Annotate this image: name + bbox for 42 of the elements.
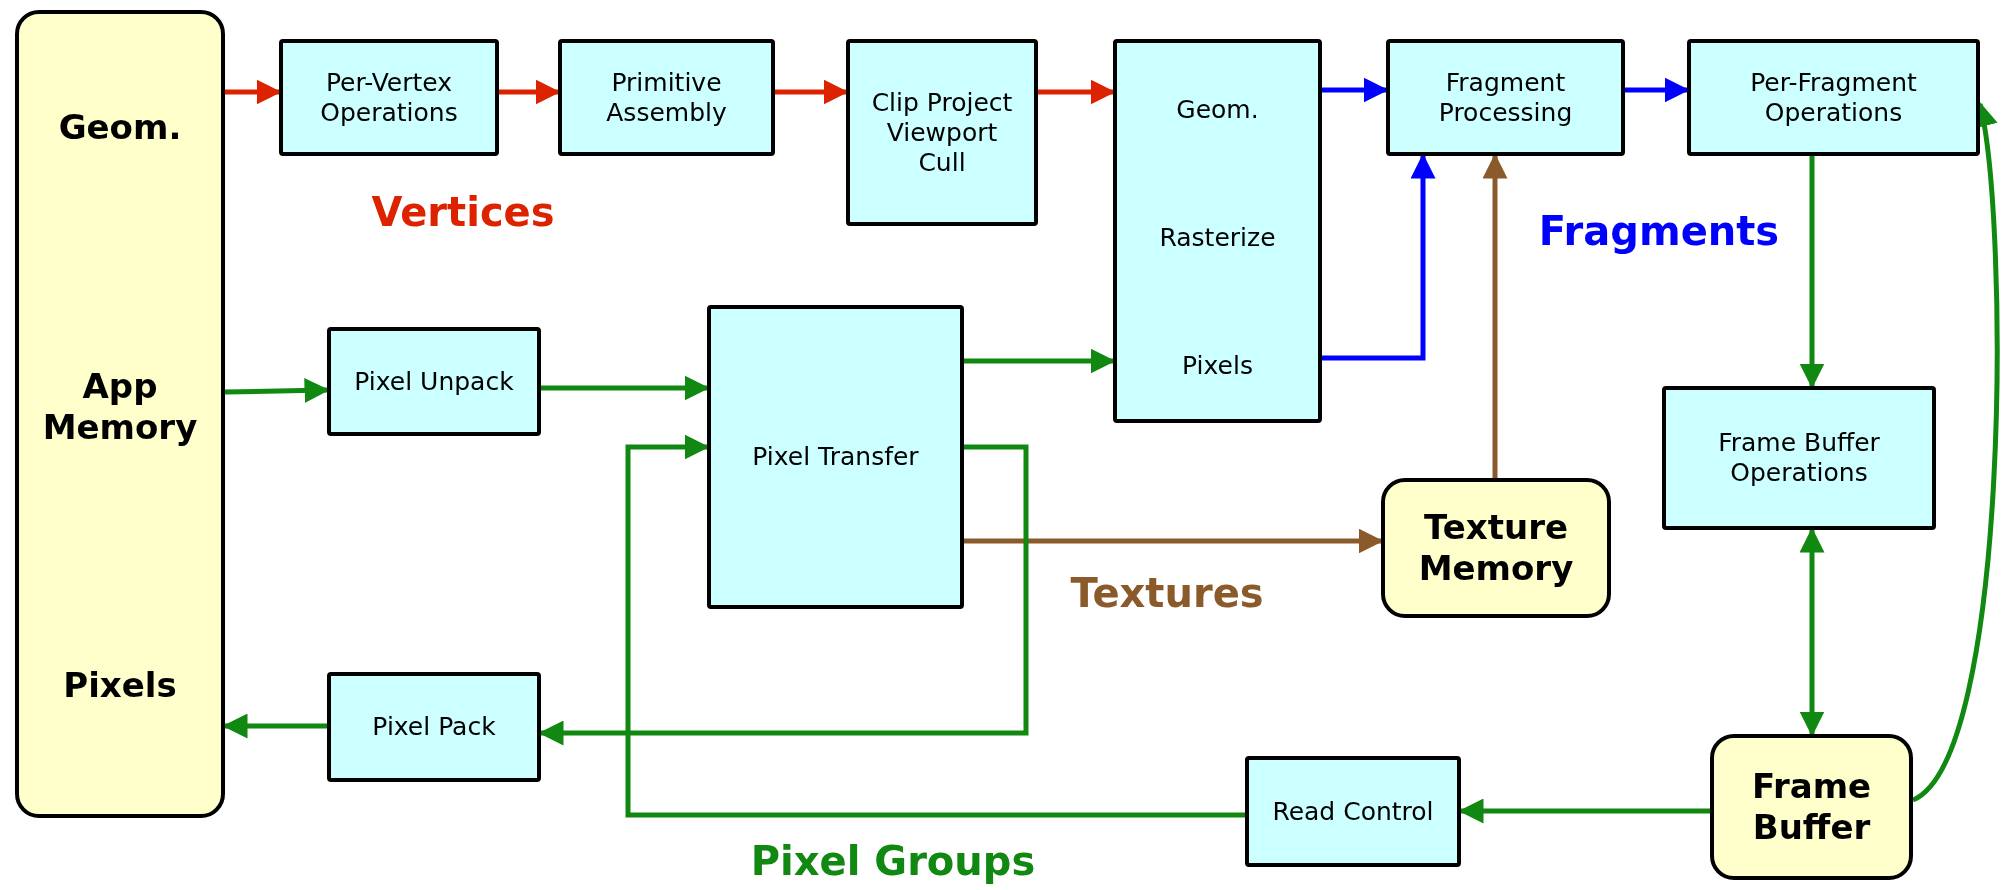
memory-box bbox=[15, 10, 225, 818]
node-label: Pixel Pack bbox=[372, 712, 496, 742]
arrow bbox=[1482, 153, 1508, 478]
arrow bbox=[625, 434, 1245, 818]
node-label: Clip Project Viewport Cull bbox=[870, 87, 1014, 178]
process-box bbox=[279, 39, 499, 156]
arrow bbox=[1799, 527, 1825, 737]
node-label: Fragment Processing bbox=[1437, 67, 1574, 128]
flow-label: Pixel Groups bbox=[750, 838, 1036, 884]
node-label: Pixels bbox=[63, 665, 177, 706]
node-label: Pixels bbox=[1182, 351, 1253, 381]
node-label: Pixel Unpack bbox=[354, 366, 514, 397]
node-label: Frame Buffer bbox=[1750, 766, 1873, 848]
flow-label: Vertices bbox=[371, 189, 555, 235]
process-box bbox=[327, 672, 541, 782]
arrow bbox=[1322, 153, 1436, 361]
node-label: Per-Fragment Operations bbox=[1749, 67, 1918, 128]
memory-box bbox=[1710, 734, 1913, 880]
process-box bbox=[558, 39, 775, 156]
node-label: Texture Memory bbox=[1417, 507, 1575, 589]
process-box bbox=[1687, 39, 1980, 156]
process-box bbox=[327, 327, 541, 436]
node-label: Primitive Assembly bbox=[605, 67, 728, 128]
node-label: Geom. bbox=[1176, 95, 1259, 125]
node-label: Geom. bbox=[58, 107, 182, 148]
node-label: Read Control bbox=[1272, 796, 1434, 827]
node-label: App Memory bbox=[41, 365, 199, 448]
node-label: Rasterize bbox=[1159, 223, 1276, 253]
process-box bbox=[1386, 39, 1625, 156]
process-box bbox=[707, 305, 964, 609]
process-box bbox=[1662, 386, 1936, 530]
process-box bbox=[1113, 39, 1322, 423]
node-label: Pixel Transfer bbox=[752, 442, 919, 472]
arrow bbox=[1911, 101, 2000, 802]
arrow bbox=[1799, 156, 1825, 389]
node-label: Per-Vertex Operations bbox=[319, 67, 459, 128]
flow-label: Fragments bbox=[1538, 208, 1780, 254]
process-box bbox=[1245, 756, 1461, 867]
flow-label: Textures bbox=[1070, 570, 1264, 616]
process-box bbox=[846, 39, 1038, 226]
memory-box bbox=[1381, 478, 1611, 618]
node-label: Frame Buffer Operations bbox=[1717, 428, 1881, 488]
